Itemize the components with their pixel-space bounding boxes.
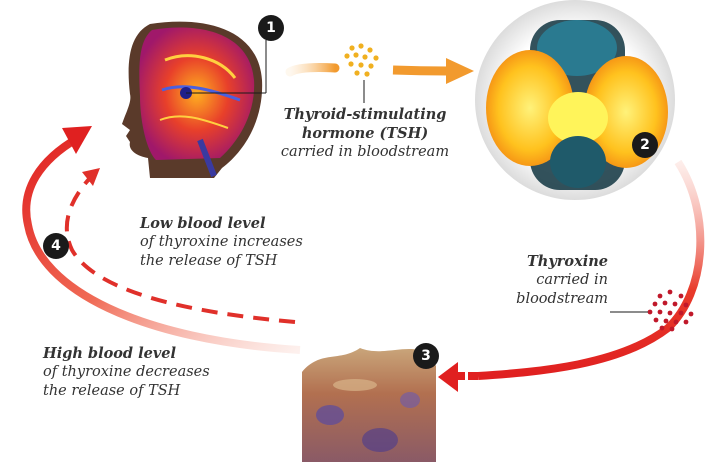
brain-scan-head-icon — [108, 22, 273, 182]
high-level-label: High blood level of thyroxine decreases … — [43, 344, 243, 401]
high-level-label-line: of thyroxine decreases — [43, 363, 243, 382]
step-badge-2: 2 — [632, 132, 658, 158]
low-level-label: Low blood level of thyroxine increases t… — [140, 214, 340, 271]
tsh-arrow — [290, 58, 474, 84]
step-badge-4: 4 — [43, 233, 69, 259]
step-badge-3: 3 — [413, 343, 439, 369]
thyroid-gland-icon — [475, 0, 675, 200]
thyroxine-label-line: bloodstream — [478, 290, 608, 309]
low-level-label-line: of thyroxine increases — [140, 233, 340, 252]
tsh-molecules-icon — [344, 43, 378, 76]
thyroxine-label: Thyroxine carried in bloodstream — [478, 252, 608, 309]
high-level-label-title: High blood level — [43, 344, 243, 363]
low-level-label-title: Low blood level — [140, 214, 340, 233]
step-badge-1: 1 — [258, 15, 284, 41]
high-level-label-line: the release of TSH — [43, 382, 243, 401]
thyroxine-label-line: carried in — [478, 271, 608, 290]
low-level-label-line: the release of TSH — [140, 252, 340, 271]
tsh-label-subtitle: hormone (TSH) — [270, 124, 460, 143]
tsh-label-text: carried in bloodstream — [270, 143, 460, 162]
tsh-label: Thyroid-stimulating hormone (TSH) carrie… — [270, 105, 460, 162]
thyroxine-label-title: Thyroxine — [478, 252, 608, 271]
tsh-label-title: Thyroid-stimulating — [270, 105, 460, 124]
